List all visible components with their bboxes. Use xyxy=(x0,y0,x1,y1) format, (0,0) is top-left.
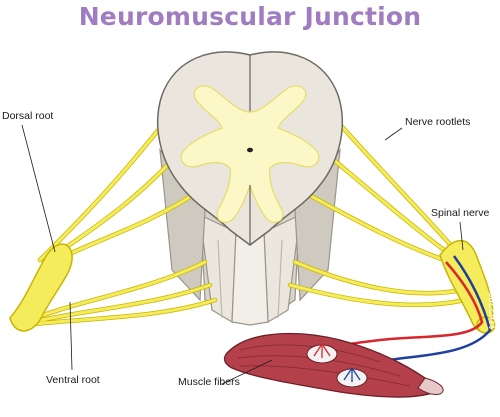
label-dorsal-root: Dorsal root xyxy=(2,110,54,122)
label-muscle-fibers: Muscle fibers xyxy=(178,376,240,388)
tendon xyxy=(417,377,444,395)
label-spinal-nerve: Spinal nerve xyxy=(431,207,490,219)
label-ventral-root: Ventral root xyxy=(46,374,100,386)
artery xyxy=(321,261,484,354)
leader-lines xyxy=(21,124,464,385)
central-canal xyxy=(247,147,253,153)
dorsal-root-ganglion-left xyxy=(9,243,73,332)
endplate-blue-terminals xyxy=(343,367,361,382)
label-nerve-rootlets: Nerve rootlets xyxy=(405,116,471,128)
diagram-title: Neuromuscular Junction xyxy=(78,2,422,31)
endplate-red-terminals xyxy=(313,343,331,358)
watermark-id: 1162285992 xyxy=(488,275,499,330)
